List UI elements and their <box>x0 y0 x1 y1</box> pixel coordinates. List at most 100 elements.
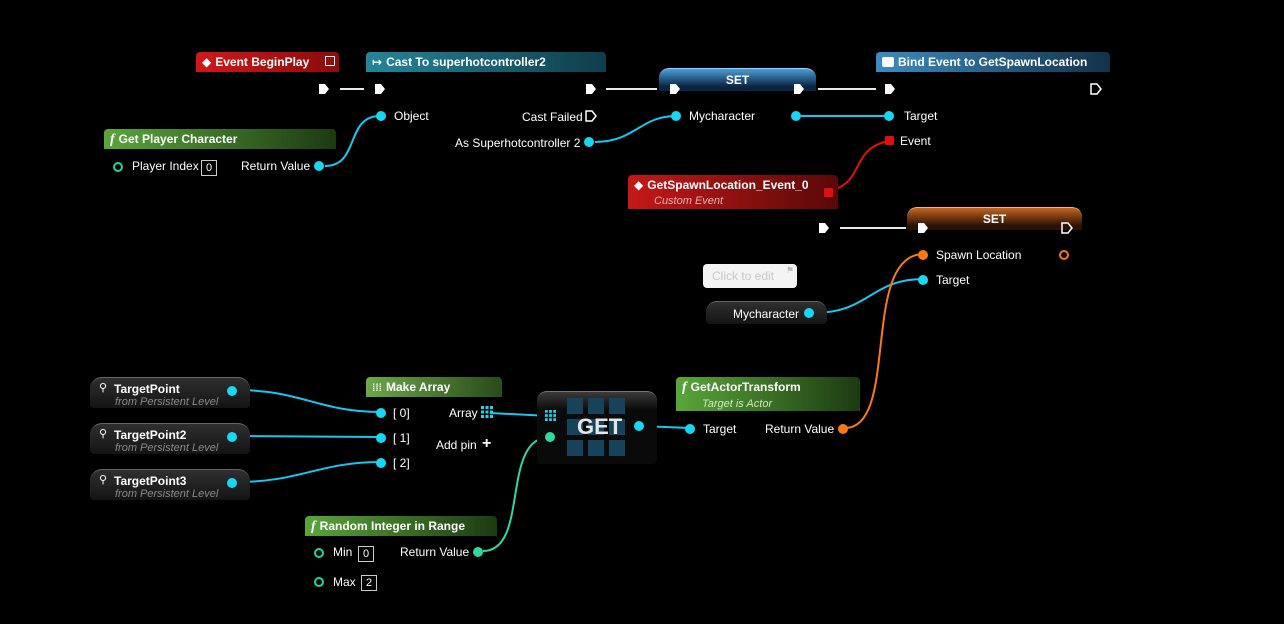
cast-exec-output-pin[interactable] <box>585 83 597 95</box>
array-grid-icon <box>567 398 625 456</box>
set2-spawn-pin[interactable] <box>918 250 928 260</box>
set2-exec-input-pin[interactable] <box>818 222 830 234</box>
mycharacter-getter-label: Mycharacter <box>733 307 800 321</box>
custom-event-delegate-pin[interactable] <box>824 188 833 197</box>
bind-event-node[interactable]: Bind Event to GetSpawnLocation <box>876 52 1110 74</box>
set2-spawn-output-pin[interactable] <box>1059 250 1069 260</box>
make-array-title: Make Array <box>386 380 451 394</box>
set1-input-pin[interactable] <box>671 111 681 121</box>
set1-var-label: Mycharacter <box>689 109 756 123</box>
set-spawn-location-node[interactable]: SET <box>907 207 1082 230</box>
delegate-wire <box>832 140 889 191</box>
set2-exec-input-pin-2[interactable] <box>917 222 929 234</box>
comment-bubble[interactable]: Click to edit ⚑ <box>703 264 797 288</box>
cast-failed-exec-pin[interactable] <box>585 110 597 122</box>
function-f-icon: f <box>311 519 316 534</box>
random-max-label: Max <box>333 575 356 589</box>
gat-return-pin[interactable] <box>838 424 848 434</box>
mycharacter-getter-node[interactable]: Mycharacter <box>706 301 827 324</box>
bind-target-pin[interactable] <box>884 111 894 121</box>
event-beginplay-node[interactable]: ◆Event BeginPlay <box>196 52 339 74</box>
random-max-pin[interactable] <box>314 577 324 587</box>
cast-as-pin[interactable] <box>584 137 594 147</box>
targetpoint2-node[interactable]: ⚲ TargetPoint2 from Persistent Level <box>90 423 250 454</box>
targetpoint-node[interactable]: ⚲ TargetPoint from Persistent Level <box>90 377 250 408</box>
set1-exec-output-pin[interactable] <box>793 83 805 95</box>
data-wire <box>236 435 381 438</box>
cast-exec-input-pin[interactable] <box>374 83 386 95</box>
set2-title: SET <box>982 212 1007 226</box>
comment-text: Click to edit <box>712 269 775 283</box>
custom-event-node[interactable]: ◆GetSpawnLocation_Event_0 Custom Event <box>628 175 838 211</box>
get-actor-transform-subtitle: Target is Actor <box>702 398 773 410</box>
delegate-output-pin[interactable] <box>325 56 335 66</box>
set2-target-pin[interactable] <box>918 275 928 285</box>
targetpoint2-output-pin[interactable] <box>227 432 237 442</box>
make-array-pin-1-label: [ 1] <box>393 431 410 445</box>
make-array-pin-2[interactable] <box>376 458 386 468</box>
event-diamond-icon: ◆ <box>634 178 644 192</box>
targetpoint-title: TargetPoint <box>114 382 180 396</box>
set2-target-label: Target <box>936 273 970 287</box>
random-max-input[interactable]: 2 <box>361 575 377 591</box>
array-get-node[interactable]: GET <box>537 391 657 464</box>
event-beginplay-header: ◆Event BeginPlay <box>196 52 339 72</box>
random-return-pin[interactable] <box>473 547 483 557</box>
targetpoint3-node[interactable]: ⚲ TargetPoint3 from Persistent Level <box>90 469 250 500</box>
random-min-pin[interactable] <box>314 548 324 558</box>
add-pin-label[interactable]: Add pin <box>436 438 477 452</box>
gat-target-pin[interactable] <box>685 424 695 434</box>
cast-failed-label: Cast Failed <box>522 110 583 124</box>
random-min-input[interactable]: 0 <box>358 546 374 562</box>
bind-event-label: Event <box>900 134 931 148</box>
set-mycharacter-node[interactable]: SET <box>659 68 816 91</box>
mycharacter-getter-pin[interactable] <box>804 308 814 318</box>
event-beginplay-title: Event BeginPlay <box>215 55 310 69</box>
player-index-pin[interactable] <box>113 162 123 172</box>
get-index-pin[interactable] <box>545 432 555 442</box>
make-array-node[interactable]: ⁞⁞⁞ Make Array <box>366 377 502 397</box>
get-array-input-pin[interactable] <box>545 410 556 421</box>
player-index-input[interactable]: 0 <box>201 160 217 176</box>
targetpoint3-output-pin[interactable] <box>227 478 237 488</box>
targetpoint-icon: ⚲ <box>99 382 108 394</box>
bind-exec-output-pin[interactable] <box>1090 83 1102 95</box>
cast-header: ↦Cast To superhotcontroller2 <box>366 52 606 72</box>
bind-event-icon <box>882 57 894 67</box>
make-array-pin-0[interactable] <box>376 408 386 418</box>
targetpoint-icon: ⚲ <box>99 428 108 440</box>
gat-target-label: Target <box>703 422 737 436</box>
targetpoint2-subtitle: from Persistent Level <box>115 442 219 454</box>
cast-arrow-icon: ↦ <box>372 55 383 69</box>
set1-exec-input-pin[interactable] <box>669 83 681 95</box>
gpc-return-pin[interactable] <box>314 161 324 171</box>
bind-event-pin[interactable] <box>885 136 894 145</box>
targetpoint3-subtitle: from Persistent Level <box>115 488 219 500</box>
make-array-pin-2-label: [ 2] <box>393 456 410 470</box>
targetpoint-output-pin[interactable] <box>227 386 237 396</box>
cast-as-label: As Superhotcontroller 2 <box>455 136 581 150</box>
targetpoint-subtitle: from Persistent Level <box>115 396 219 408</box>
custom-event-title: GetSpawnLocation_Event_0 <box>647 178 809 192</box>
set1-title: SET <box>725 73 750 87</box>
bind-exec-input-pin[interactable] <box>884 83 896 95</box>
set2-exec-output-pin[interactable] <box>1061 222 1073 234</box>
exec-output-pin[interactable] <box>318 83 330 95</box>
array-output-pin[interactable] <box>481 406 493 418</box>
make-array-pin-1[interactable] <box>376 433 386 443</box>
set1-output-pin[interactable] <box>791 111 801 121</box>
plus-icon[interactable]: + <box>482 435 492 452</box>
cast-object-pin[interactable] <box>376 111 386 121</box>
make-array-pin-0-label: [ 0] <box>393 406 410 420</box>
targetpoint3-title: TargetPoint3 <box>114 474 187 488</box>
pin-comment-icon[interactable]: ⚑ <box>785 265 794 275</box>
cast-node[interactable]: ↦Cast To superhotcontroller2 <box>366 52 606 74</box>
data-wire <box>594 115 677 143</box>
array-grid-icon: ⁞⁞⁞ <box>372 383 382 394</box>
random-min-label: Min <box>333 545 353 559</box>
get-output-pin[interactable] <box>634 421 644 431</box>
